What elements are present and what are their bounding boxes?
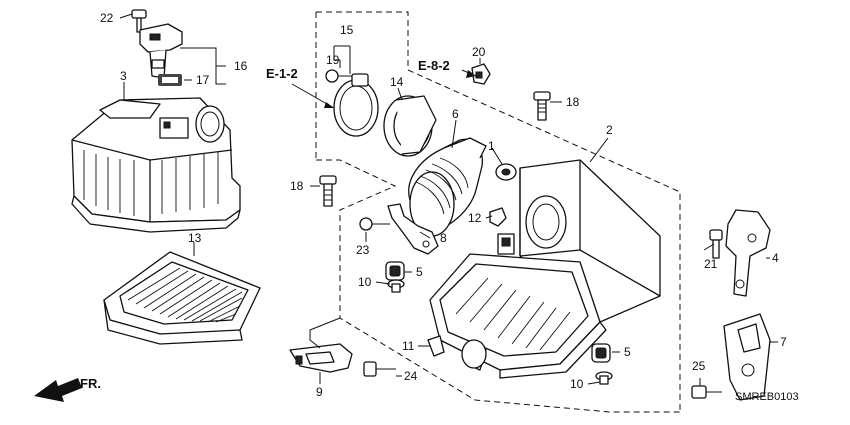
part-14-seal (383, 95, 437, 157)
part-label-2: 2 (606, 123, 613, 137)
part-label-19: 19 (326, 53, 340, 67)
leader-lines (119, 13, 778, 386)
reference-label-e-8-2: E-8-2 (418, 58, 450, 73)
part-23-bolt (359, 217, 390, 231)
part-label-18b: 18 (290, 179, 304, 193)
assembly-boundary (315, 11, 681, 413)
part-13-filter-element (103, 251, 261, 345)
part-3-upper-cover (71, 97, 241, 233)
part-label-20: 20 (472, 45, 486, 59)
part-label-23: 23 (356, 243, 370, 257)
part-label-6: 6 (452, 107, 459, 121)
part-label-7: 7 (780, 335, 787, 349)
part-label-4: 4 (772, 251, 779, 265)
part-label-14: 14 (390, 75, 404, 89)
part-7-mount (723, 313, 771, 401)
part-10-collar-left (387, 279, 405, 293)
part-label-15: 15 (340, 23, 354, 37)
part-8-bracket (387, 203, 439, 255)
part-25-bolt (691, 385, 722, 399)
part-label-3: 3 (120, 69, 127, 83)
part-12-clip (489, 207, 507, 227)
part-label-16: 16 (234, 59, 248, 73)
diagram-code: SMREB0103 (735, 391, 799, 403)
part-label-22: 22 (100, 11, 114, 25)
reference-label-e-1-2: E-1-2 (266, 66, 298, 81)
part-22-bolt (131, 9, 147, 33)
part-label-13: 13 (188, 231, 202, 245)
part-label-5a: 5 (416, 265, 423, 279)
part-label-10a: 10 (358, 275, 372, 289)
part-number-labels: 1 2 3 4 5 5 6 7 8 9 10 10 11 12 13 14 15… (100, 11, 787, 399)
part-5-grommet-left (385, 261, 405, 281)
front-direction-arrow (34, 378, 82, 402)
part-label-21: 21 (704, 257, 718, 271)
part-label-10b: 10 (570, 377, 584, 391)
part-5-grommet-right (591, 343, 611, 363)
part-1-grommet (495, 163, 517, 181)
part-20-clip (471, 63, 491, 85)
part-label-9: 9 (316, 385, 323, 399)
part-10-collar-right (595, 371, 613, 385)
part-21-bolt (709, 229, 723, 259)
part-label-5b: 5 (624, 345, 631, 359)
part-16-sensor (139, 23, 183, 79)
part-4-bracket (725, 209, 771, 297)
part-label-12: 12 (468, 211, 482, 225)
part-6-intake-duct (408, 137, 487, 237)
part-2-housing (429, 159, 661, 379)
part-19-bolt (325, 69, 352, 83)
part-label-25: 25 (692, 359, 706, 373)
part-label-1: 1 (488, 139, 495, 153)
part-label-11: 11 (402, 339, 415, 353)
part-label-17: 17 (196, 73, 210, 87)
part-label-8: 8 (440, 231, 447, 245)
front-direction-label: FR. (80, 376, 101, 391)
part-18-bolt-upper (533, 91, 551, 121)
part-18-bolt-left (319, 175, 337, 207)
part-9-bracket (289, 343, 353, 373)
part-11-clip (427, 335, 445, 357)
part-label-18a: 18 (566, 95, 580, 109)
part-label-24: 24 (404, 369, 418, 383)
part-15-clamp (333, 73, 379, 137)
reference-arrows (291, 69, 477, 109)
part-24-bolt (363, 361, 396, 377)
part-17-gasket (158, 74, 182, 86)
